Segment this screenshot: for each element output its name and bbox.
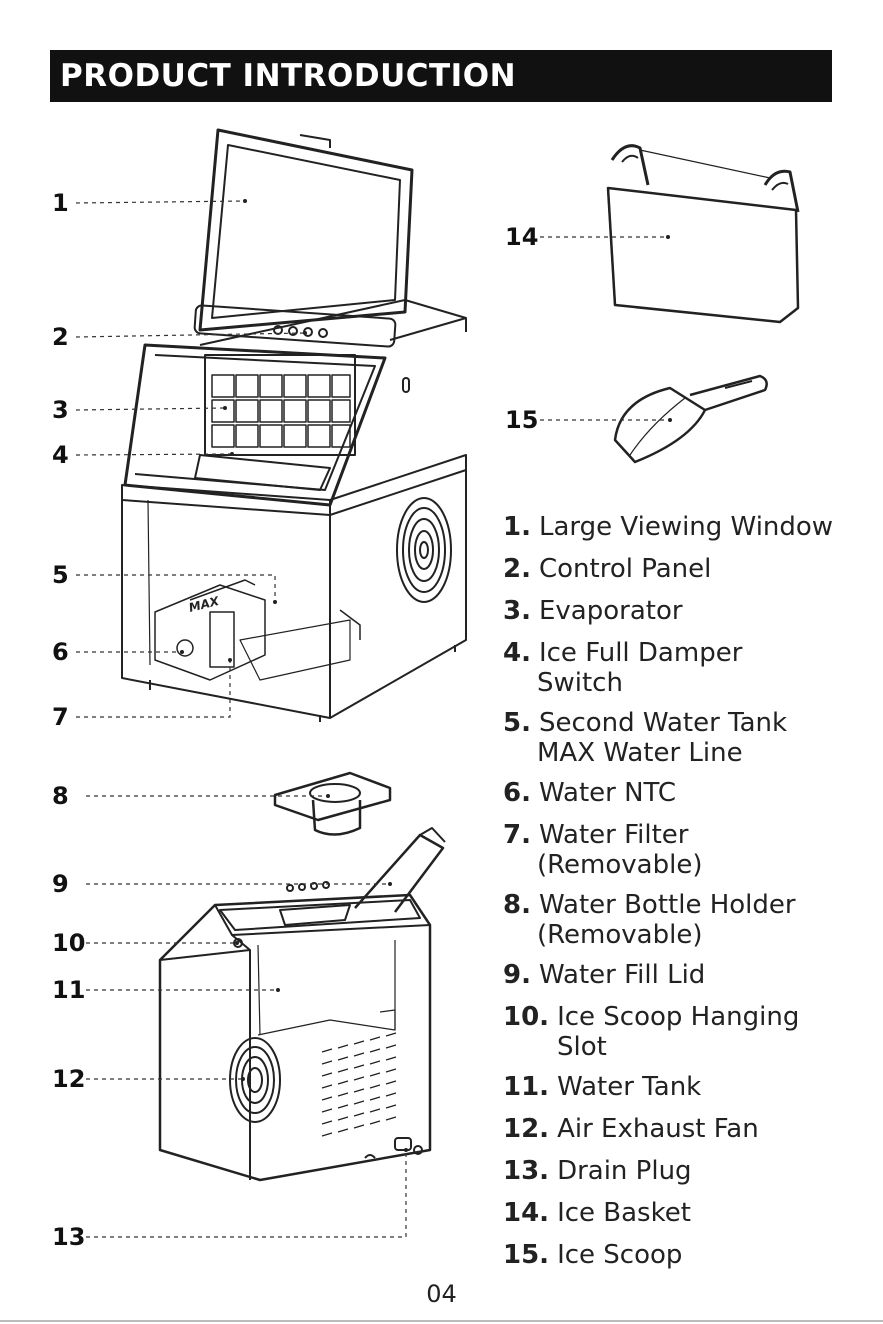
callout-13: 13 <box>52 1223 86 1251</box>
legend-item: 8.Water Bottle Holder (Removable) <box>503 890 796 950</box>
legend-item: 2.Control Panel <box>503 554 711 584</box>
legend-text: Water Bottle Holder <box>538 890 796 920</box>
legend-number: 13. <box>503 1156 550 1186</box>
legend-item: 1.Large Viewing Window <box>503 512 833 542</box>
legend-number: 12. <box>503 1114 550 1144</box>
callout-5: 5 <box>52 561 69 589</box>
page-title: PRODUCT INTRODUCTION <box>60 58 517 94</box>
legend-number: 9. <box>503 960 531 990</box>
ice-scoop-illustration <box>613 374 768 464</box>
legend-text-continued: (Removable) <box>537 850 703 880</box>
legend-text-continued: Slot <box>557 1032 607 1062</box>
callout-6: 6 <box>52 638 69 666</box>
legend-text: Second Water Tank <box>538 708 788 738</box>
legend-text: Drain Plug <box>557 1156 692 1186</box>
legend-text: Control Panel <box>538 554 712 584</box>
legend-item: 10.Ice Scoop Hanging Slot <box>503 1002 799 1062</box>
legend-number: 1. <box>503 512 531 542</box>
legend-item: 4.Ice Full Damper Switch <box>503 638 742 698</box>
legend-number: 8. <box>503 890 531 920</box>
legend-number: 10. <box>503 1002 550 1032</box>
legend-number: 3. <box>503 596 531 626</box>
legend-text-continued: Switch <box>537 668 623 698</box>
callout-end-dots <box>180 199 672 1152</box>
legend-text: Water Filter <box>538 820 689 850</box>
callout-3: 3 <box>52 396 69 424</box>
legend-text-continued: MAX Water Line <box>537 738 743 768</box>
callout-leader-lines <box>75 200 670 1238</box>
callout-14: 14 <box>505 223 539 251</box>
ice-maker-front-illustration <box>121 128 467 722</box>
legend-item: 14.Ice Basket <box>503 1198 691 1228</box>
callout-15: 15 <box>505 406 539 434</box>
legend-item: 7.Water Filter (Removable) <box>503 820 702 880</box>
legend-item: 13.Drain Plug <box>503 1156 692 1186</box>
section-header: PRODUCT INTRODUCTION <box>50 50 832 102</box>
callout-12: 12 <box>52 1065 86 1093</box>
callout-4: 4 <box>52 441 69 469</box>
legend-text: Large Viewing Window <box>538 512 834 542</box>
legend-number: 14. <box>503 1198 550 1228</box>
callout-8: 8 <box>52 782 69 810</box>
legend-text: Ice Basket <box>557 1198 691 1228</box>
legend-item: 12.Air Exhaust Fan <box>503 1114 759 1144</box>
legend-text: Water NTC <box>538 778 677 808</box>
legend-number: 4. <box>503 638 531 668</box>
footer-divider <box>0 1320 883 1322</box>
callout-1: 1 <box>52 189 69 217</box>
legend-text: Water Tank <box>557 1072 702 1102</box>
legend-item: 9.Water Fill Lid <box>503 960 705 990</box>
legend-text-continued: (Removable) <box>537 920 703 950</box>
legend-text: Ice Full Damper <box>538 638 743 668</box>
legend-number: 2. <box>503 554 531 584</box>
legend-item: 6.Water NTC <box>503 778 676 808</box>
page-number: 04 <box>426 1280 457 1308</box>
legend-item: 5.Second Water Tank MAX Water Line <box>503 708 787 768</box>
legend-number: 5. <box>503 708 531 738</box>
legend-item: 15.Ice Scoop <box>503 1240 682 1270</box>
legend-text: Ice Scoop Hanging <box>557 1002 800 1032</box>
legend-text: Evaporator <box>538 596 683 626</box>
legend-number: 6. <box>503 778 531 808</box>
legend-text: Air Exhaust Fan <box>557 1114 759 1144</box>
legend-number: 7. <box>503 820 531 850</box>
callout-9: 9 <box>52 870 69 898</box>
legend-item: 3.Evaporator <box>503 596 683 626</box>
legend-text: Water Fill Lid <box>538 960 706 990</box>
callout-7: 7 <box>52 703 69 731</box>
legend-number: 11. <box>503 1072 550 1102</box>
callout-10: 10 <box>52 929 86 957</box>
callout-2: 2 <box>52 323 69 351</box>
ice-maker-rear-illustration <box>158 827 446 1182</box>
ice-basket-illustration <box>606 144 800 324</box>
legend-number: 15. <box>503 1240 550 1270</box>
legend-text: Ice Scoop <box>557 1240 683 1270</box>
callout-11: 11 <box>52 976 86 1004</box>
bottle-holder-illustration <box>273 771 392 836</box>
legend-item: 11.Water Tank <box>503 1072 701 1102</box>
